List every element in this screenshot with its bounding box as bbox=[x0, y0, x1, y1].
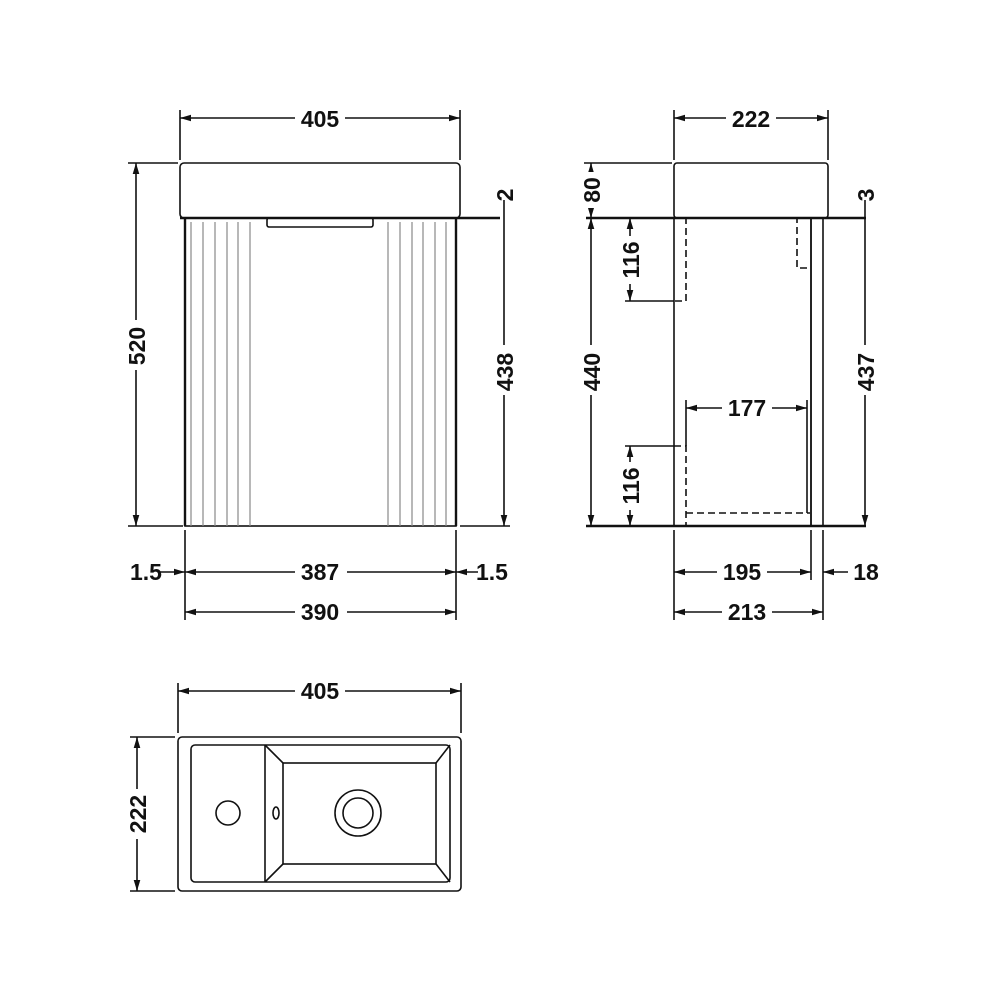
dim-cabinet-width: 390 bbox=[301, 599, 339, 625]
front-view: 405 520 438 2 1.5 387 1.5 390 bbox=[122, 104, 518, 626]
dim-cabinet-depth: 213 bbox=[728, 599, 766, 625]
upper-cutout bbox=[674, 217, 687, 302]
basin-side bbox=[673, 162, 829, 219]
dim-lower-cutout: 116 bbox=[618, 467, 644, 504]
back-panel bbox=[810, 217, 824, 527]
drain bbox=[334, 789, 382, 837]
bowl bbox=[282, 762, 437, 865]
overflow bbox=[272, 806, 280, 820]
dim-back-panel: 18 bbox=[853, 559, 879, 585]
dim-body-depth: 195 bbox=[723, 559, 762, 585]
dim-top-gap: 2 bbox=[492, 189, 518, 202]
dim-top-depth: 222 bbox=[125, 795, 151, 833]
lower-cutout bbox=[674, 445, 810, 526]
dim-left-gap: 1.5 bbox=[130, 559, 162, 585]
dim-side-depth: 222 bbox=[732, 106, 770, 132]
dim-side-top-gap: 3 bbox=[853, 189, 879, 202]
cabinet-front bbox=[184, 217, 457, 527]
dim-internal-depth: 177 bbox=[728, 395, 766, 421]
dim-front-height: 520 bbox=[124, 327, 150, 365]
dim-right-gap: 1.5 bbox=[476, 559, 508, 585]
dim-top-width: 405 bbox=[301, 678, 340, 704]
tap-hole bbox=[215, 800, 241, 826]
dim-door-width: 387 bbox=[301, 559, 339, 585]
basin-outline bbox=[177, 736, 462, 892]
dim-cabinet-height-left: 440 bbox=[579, 353, 605, 391]
rear-cutout bbox=[796, 217, 810, 269]
dim-cabinet-height: 438 bbox=[492, 353, 518, 392]
dim-front-width: 405 bbox=[301, 106, 340, 132]
dim-cabinet-height-right: 437 bbox=[853, 353, 879, 391]
dim-basin-height: 80 bbox=[579, 177, 605, 203]
basin-front bbox=[179, 162, 461, 219]
door-grooves bbox=[190, 222, 447, 526]
top-view: 405 222 bbox=[124, 677, 462, 892]
handle bbox=[266, 217, 374, 228]
dim-upper-cutout: 116 bbox=[618, 241, 644, 278]
cabinet-side bbox=[673, 217, 812, 527]
side-view: 222 80 440 116 116 177 437 3 195 18 213 bbox=[578, 104, 880, 626]
